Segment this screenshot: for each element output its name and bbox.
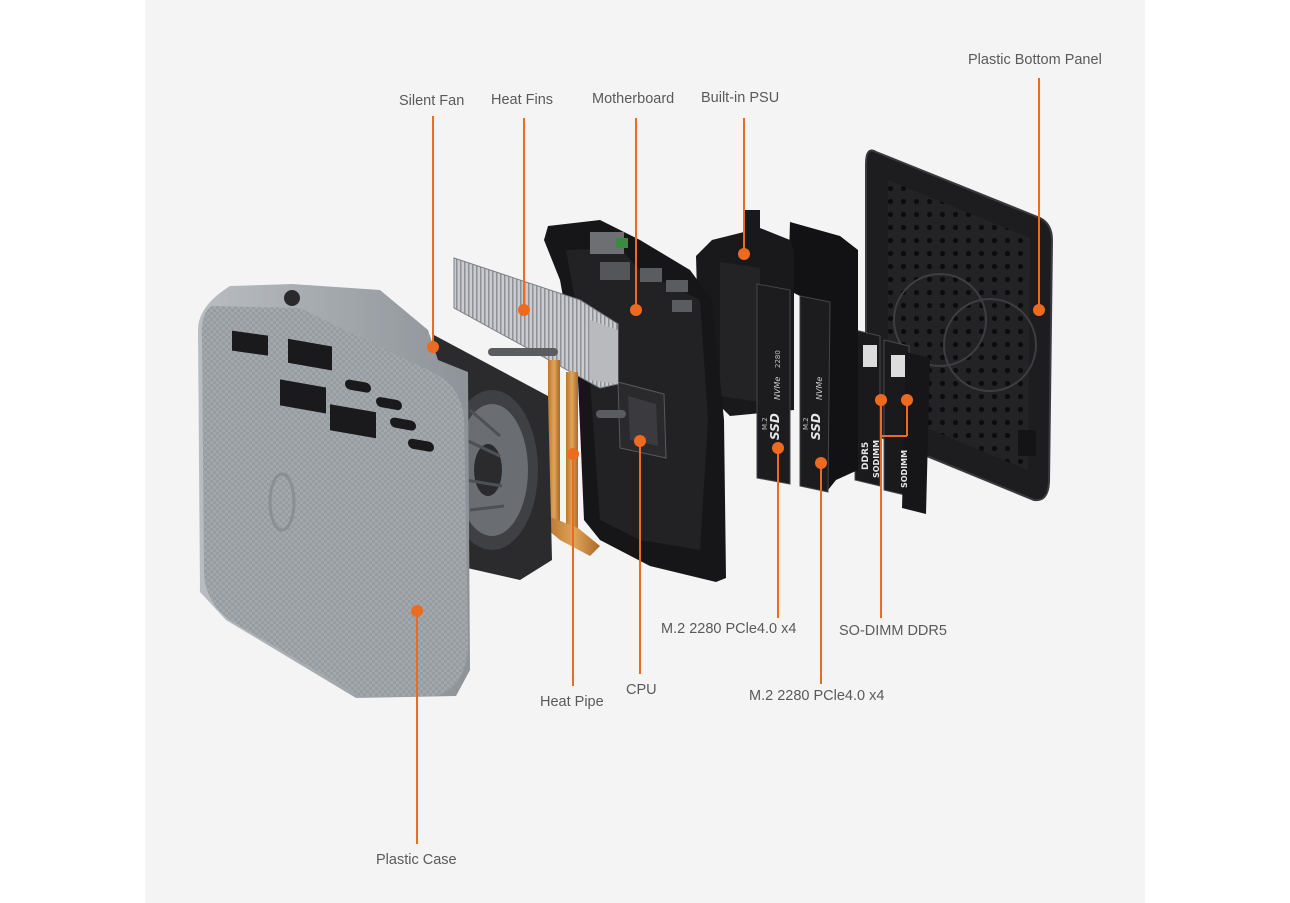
label-silent-fan: Silent Fan [399, 93, 465, 109]
heat-sink-part [453, 257, 626, 556]
callout-dots [411, 248, 1045, 617]
dot-ssd-2 [815, 457, 827, 469]
ssd-1-type-text: NVMe [773, 377, 782, 400]
dot-heat-fins [518, 304, 530, 316]
ram-form-text: SODIMM [872, 440, 881, 478]
dot-sodimm-2 [901, 394, 913, 406]
ram-form-text-2: SODIMM [900, 450, 909, 488]
label-heat-fins: Heat Fins [491, 92, 554, 108]
label-ssd-slot-2: M.2 2280 PCle4.0 x4 [749, 688, 885, 704]
plastic-case-part [198, 284, 470, 698]
dot-motherboard [630, 304, 642, 316]
label-sodimm: SO-DIMM DDR5 [839, 623, 947, 639]
ssd-1-size-text: 2280 [774, 350, 782, 368]
dot-plastic-bottom-panel [1033, 304, 1045, 316]
ssd-2-type-text: NVMe [815, 377, 824, 400]
callout-lines [416, 78, 1040, 844]
dot-silent-fan [427, 341, 439, 353]
dot-built-in-psu [738, 248, 750, 260]
sodimm-modules-part: DDR5 SODIMM SODIMM [854, 329, 930, 514]
ssd-1-form-text: M.2 [761, 417, 769, 430]
label-heat-pipe: Heat Pipe [540, 694, 604, 710]
ssd-2-form-text: M.2 [802, 417, 810, 430]
label-built-in-psu: Built-in PSU [701, 90, 780, 106]
dot-ssd-1 [772, 442, 784, 454]
ssd-1-name-text: SSD [768, 413, 782, 440]
ram-type-text: DDR5 [861, 442, 871, 470]
ssd-2-name-text: SSD [809, 413, 823, 440]
dot-plastic-case [411, 605, 423, 617]
dot-sodimm-1 [875, 394, 887, 406]
label-cpu: CPU [626, 682, 657, 698]
ssd-1-part: SSD M.2 NVMe 2280 [756, 283, 791, 485]
label-plastic-case: Plastic Case [376, 852, 457, 868]
dot-heat-pipe [567, 448, 579, 460]
label-ssd-slot-1: M.2 2280 PCle4.0 x4 [661, 621, 797, 637]
ssd-2-part: SSD M.2 NVMe [788, 222, 858, 493]
label-motherboard: Motherboard [592, 91, 675, 107]
label-plastic-bottom-panel: Plastic Bottom Panel [968, 52, 1102, 68]
dot-cpu [634, 435, 646, 447]
